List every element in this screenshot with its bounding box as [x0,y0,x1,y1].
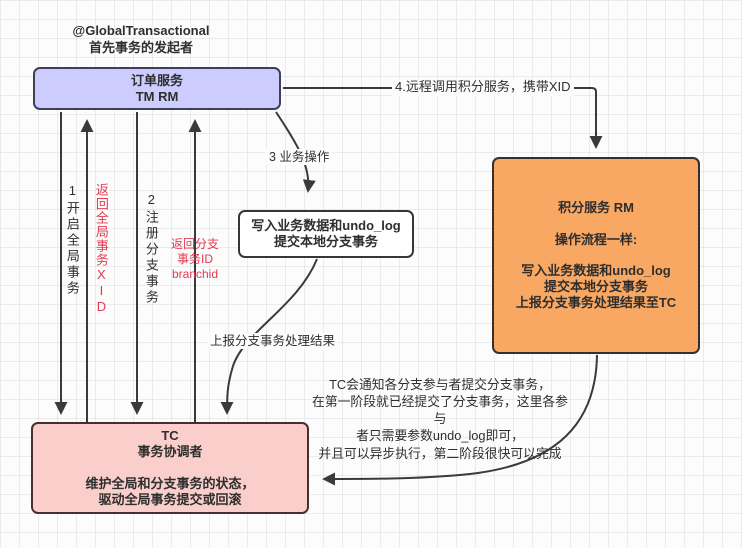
node-undo-log: 写入业务数据和undo_log 提交本地分支事务 [238,210,414,258]
label-return-branch-id: 返回分支 事务ID branchid [170,237,219,281]
edge-remote-call [283,87,603,149]
edge-report-result [220,258,318,415]
tc-notify-annotation: TC会通知各分支参与者提交分支事务， 在第一阶段就已经提交了分支事务，这里各参与… [312,377,568,461]
node-points-service: 积分服务 RM 操作流程一样: 写入业务数据和undo_log 提交本地分支事务… [492,157,700,354]
edge-tc-notify [322,354,598,486]
label-return-xid: 返回全局事务XID [93,183,109,315]
label-business-op: 3 业务操作 [266,149,333,166]
node-order-service: 订单服务 TM RM [33,67,281,110]
label-report-branch-result: 上报分支事务处理结果 [207,333,339,350]
label-register-branch: 2注册分支事务 [143,192,159,306]
label-remote-call-xid: 4.远程调用积分服务，携带XID [392,79,574,96]
node-tc-coordinator: TC 事务协调者 维护全局和分支事务的状态， 驱动全局事务提交或回滚 [31,422,309,514]
label-open-global-tx: 1开启全局事务 [64,183,80,297]
global-transactional-note: @GlobalTransactional 首先事务的发起者 [72,23,210,55]
